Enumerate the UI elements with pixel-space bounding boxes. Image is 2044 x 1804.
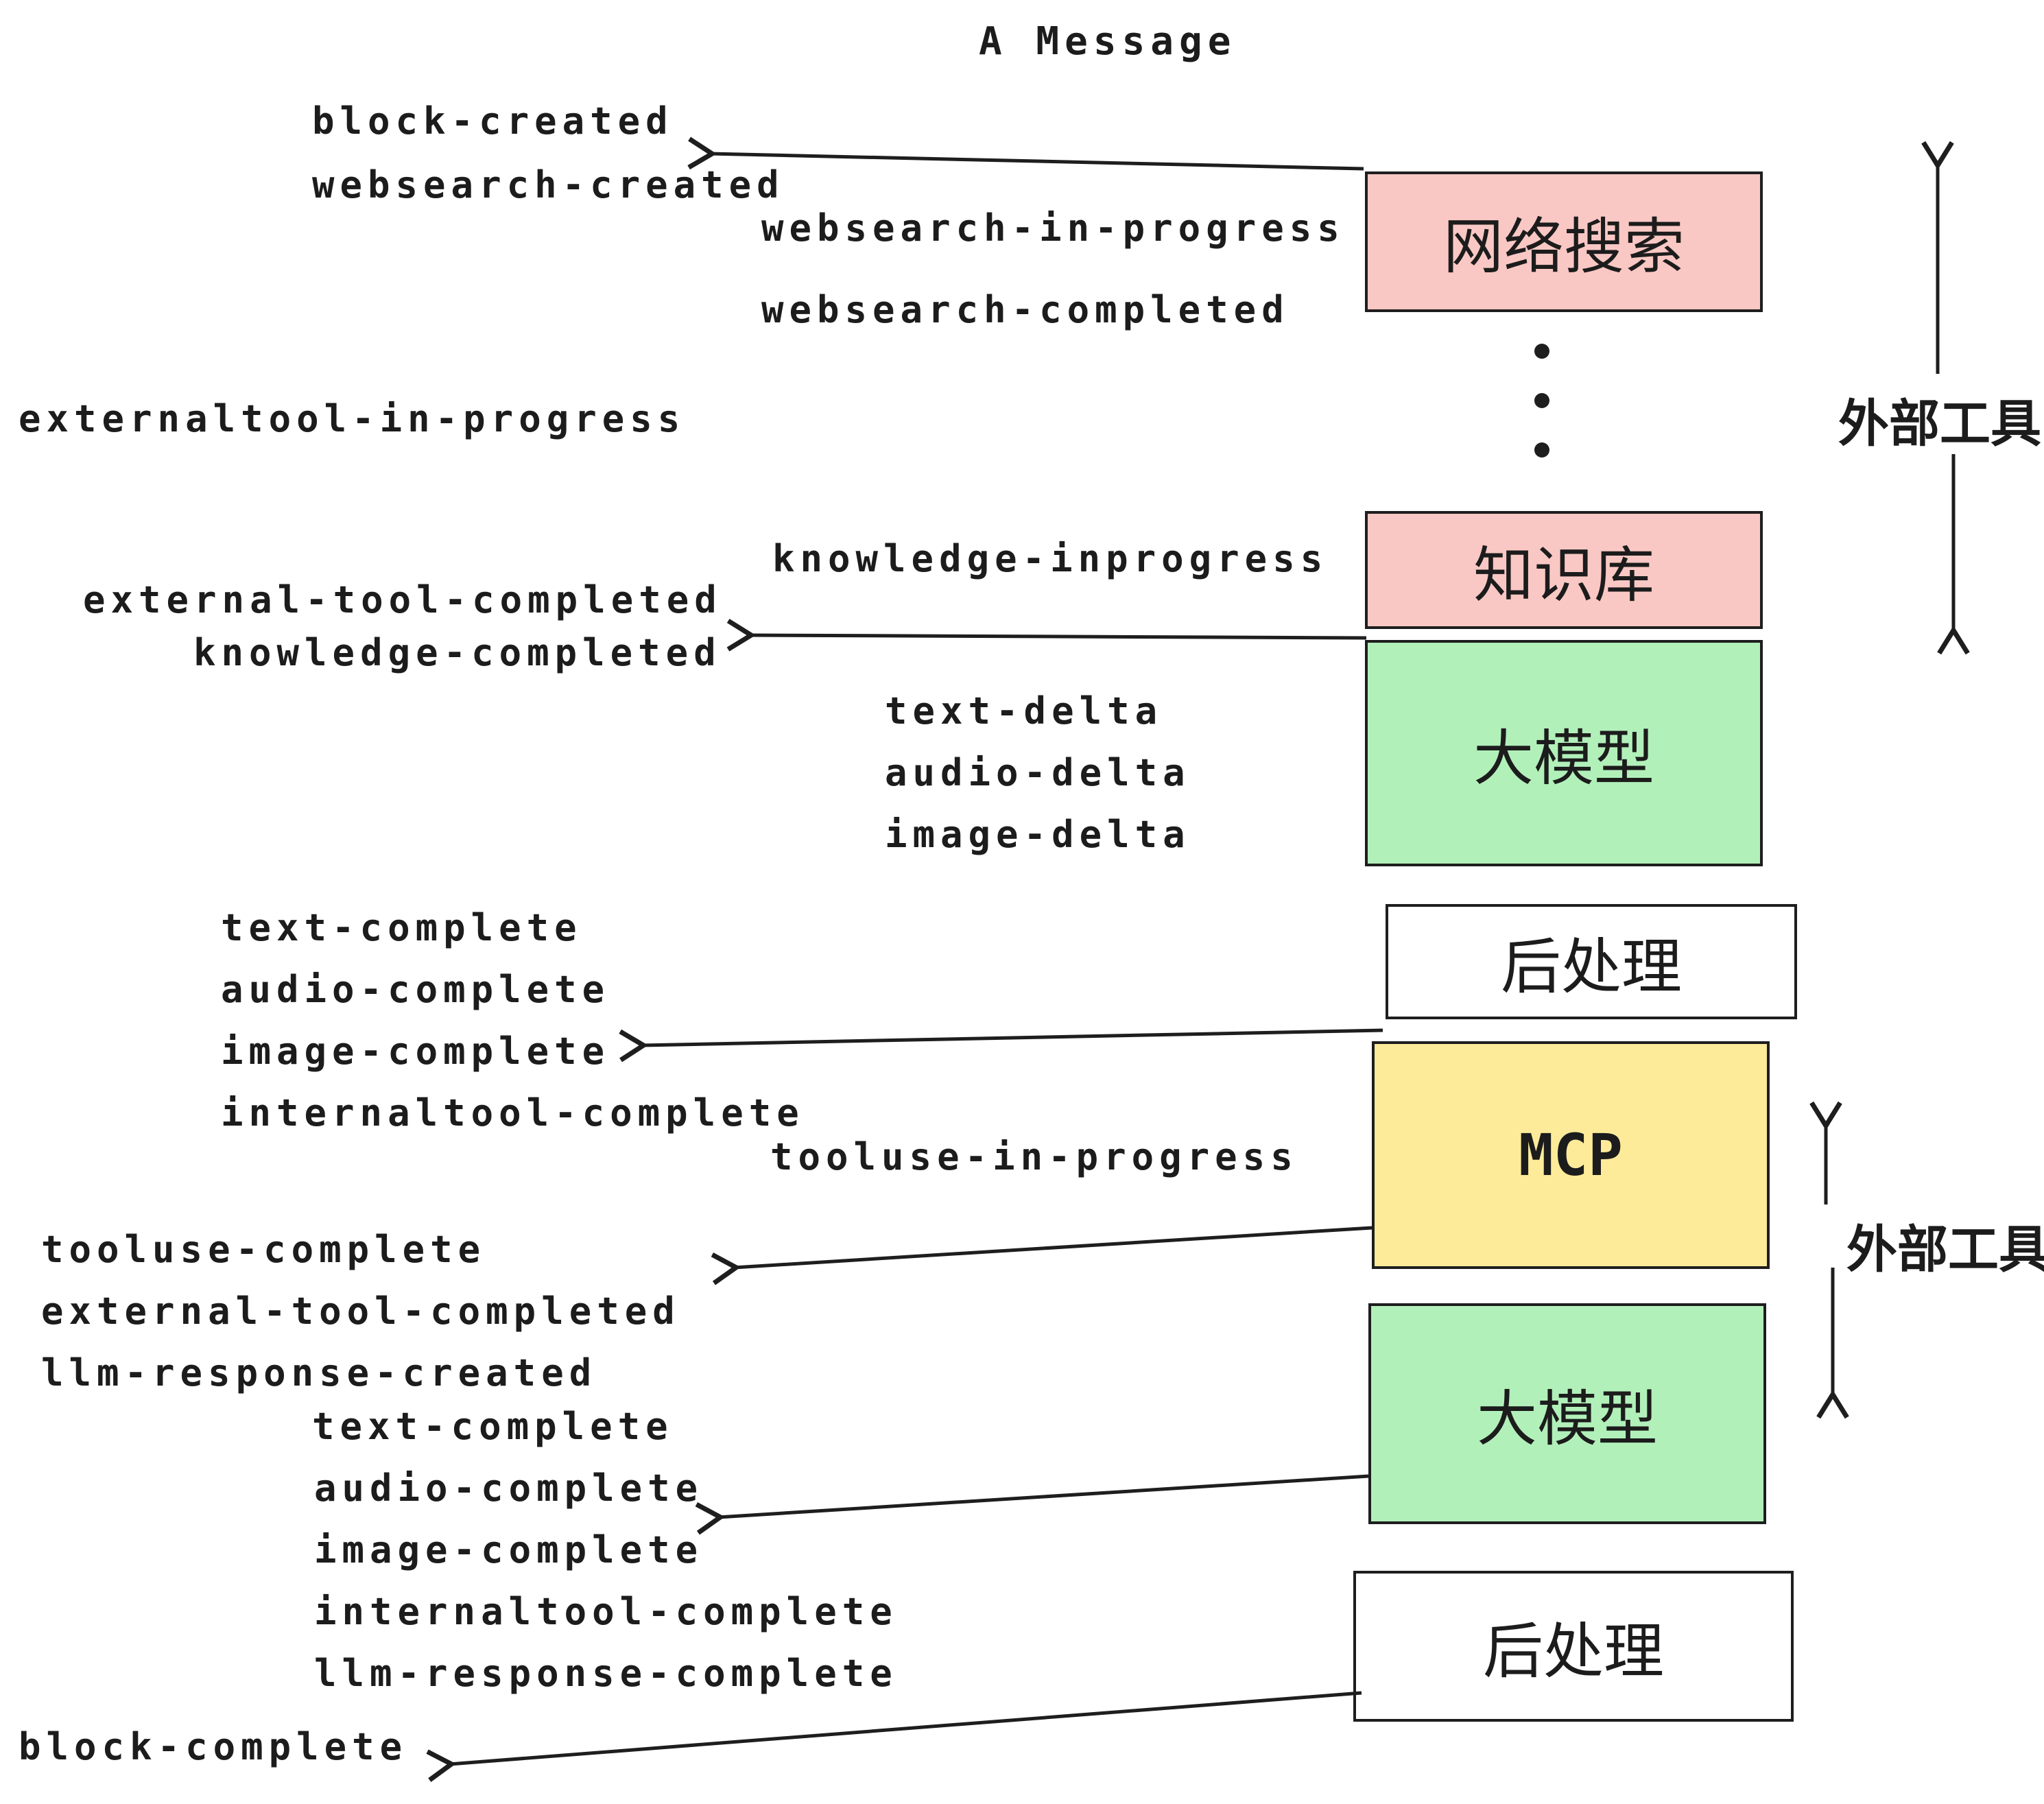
box-post-1: 后处理 [1386,904,1797,1019]
box-post-1-label: 后处理 [1500,931,1682,1002]
box-llm-1: 大模型 [1365,640,1763,866]
event-label-audio-delta-1: audio-delta [885,751,1191,794]
event-label-websearch-created: websearch-created [312,163,785,206]
box-post-2: 后处理 [1353,1571,1794,1722]
event-label-image-delta-1: image-delta [885,813,1191,856]
arrow-to-tooluse-complete [711,1226,1372,1285]
event-label-knowledge-completed: knowledge-completed [193,631,722,674]
event-label-internaltool-complete-1: internaltool-complete [221,1091,805,1135]
event-label-websearch-completed: websearch-completed [761,288,1290,331]
event-label-image-complete-1: image-complete [221,1030,610,1073]
box-knowledge-label: 知识库 [1473,539,1654,610]
event-label-text-complete-2: text-complete [312,1405,674,1448]
external-tools-label-top: 外部工具 [1838,394,2041,453]
box-mcp: MCP [1372,1041,1770,1269]
event-label-llm-response-complete: llm-response-complete [314,1652,898,1695]
arrow-to-audio-complete [695,1474,1369,1535]
event-label-text-complete-1: text-complete [221,906,582,949]
arrow-to-knowledge-completed [726,619,1367,652]
ellipsis-dot [1534,393,1549,408]
event-label-websearch-in-progress: websearch-in-progress [761,206,1345,250]
box-knowledge: 知识库 [1365,511,1763,629]
event-label-tooluse-complete: tooluse-complete [41,1228,486,1271]
external-tools-label-bottom: 外部工具 [1846,1220,2044,1279]
event-label-image-complete-2: image-complete [314,1528,704,1571]
box-post-2-label: 后处理 [1482,1615,1664,1687]
event-label-audio-complete-2: audio-complete [314,1467,704,1510]
event-label-block-complete: block-complete [19,1725,408,1768]
event-label-external-tool-completed: external-tool-completed [83,578,722,621]
box-llm-2: 大模型 [1368,1303,1766,1524]
event-label-llm-response-created: llm-response-created [41,1351,597,1394]
event-label-tooluse-in-progress: tooluse-in-progress [770,1135,1298,1178]
event-label-externaltool-in-progress: externaltool-in-progress [19,397,686,440]
arrow-to-image-complete [619,1028,1383,1063]
ellipsis-dot [1534,344,1549,359]
diagram-title: A Message [979,19,1237,64]
event-label-audio-complete-1: audio-complete [221,968,610,1011]
box-websearch: 网络搜索 [1365,171,1763,312]
event-label-text-delta-1: text-delta [885,689,1163,733]
box-llm-1-label: 大模型 [1473,722,1654,794]
event-label-internaltool-complete-2: internaltool-complete [314,1590,898,1633]
event-label-block-created: block-created [312,99,674,143]
ellipsis-dot [1534,442,1549,458]
box-mcp-label: MCP [1519,1121,1623,1189]
event-label-knowledge-inprogress: knowledge-inprogress [772,537,1329,580]
box-llm-2-label: 大模型 [1476,1383,1658,1454]
event-label-external-tool-completed-2: external-tool-completed [41,1290,680,1333]
arrow-to-block-complete [426,1691,1362,1782]
arrow-to-block-created [687,137,1364,171]
box-websearch-label: 网络搜索 [1442,211,1685,282]
